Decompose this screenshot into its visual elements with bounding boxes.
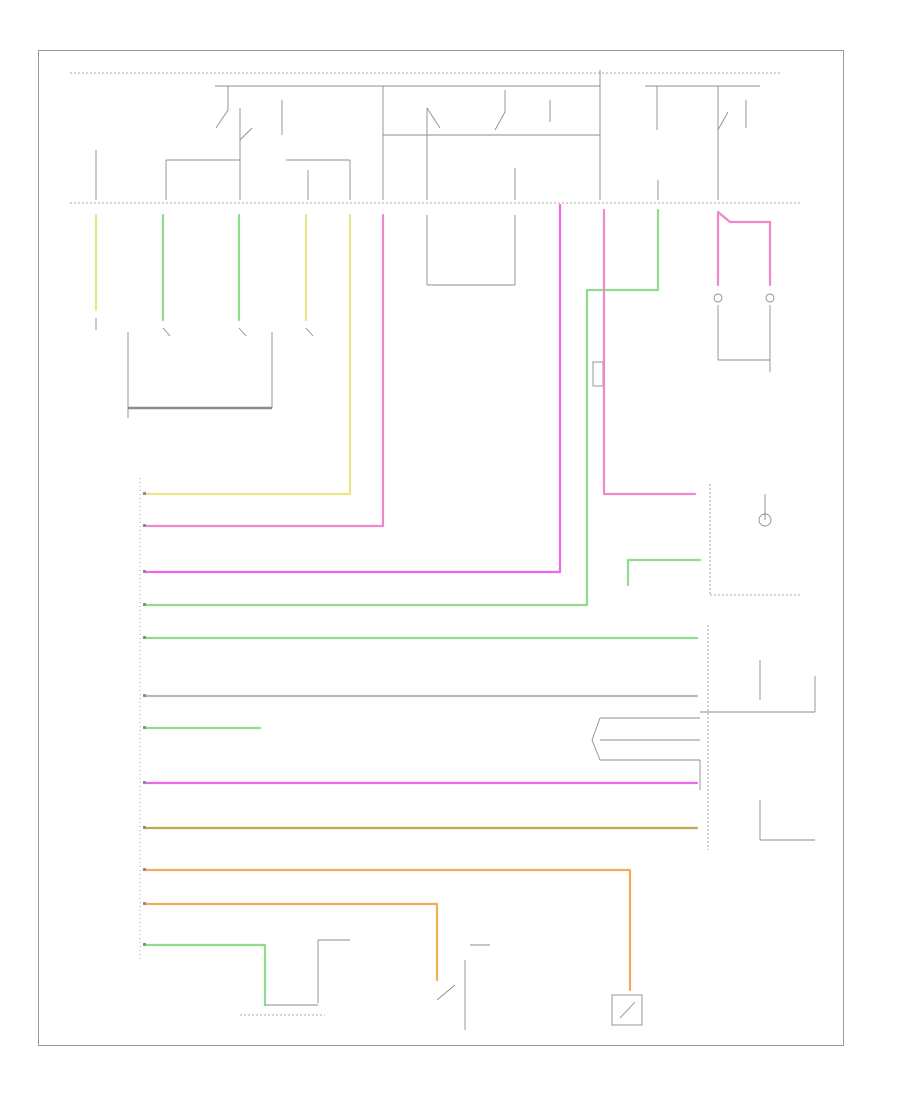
bottom-switch-left [240, 939, 350, 1016]
bottom-switch-right [611, 994, 643, 1026]
right-lamp-pair [713, 210, 775, 372]
headlamp-switch-assembly [95, 70, 747, 200]
left-lamp-grounds [95, 318, 314, 418]
right-module-b [591, 625, 816, 850]
bottom-switch-mid [436, 944, 490, 1030]
right-module-a [709, 484, 800, 596]
connector-ticks [143, 492, 146, 946]
left-lamp-wires [94, 213, 308, 322]
diagram-frame [38, 50, 844, 1046]
fuse-element [586, 290, 604, 387]
harness-wires [143, 203, 702, 1007]
mid-connector-box [426, 215, 516, 286]
power-bus [70, 72, 800, 204]
